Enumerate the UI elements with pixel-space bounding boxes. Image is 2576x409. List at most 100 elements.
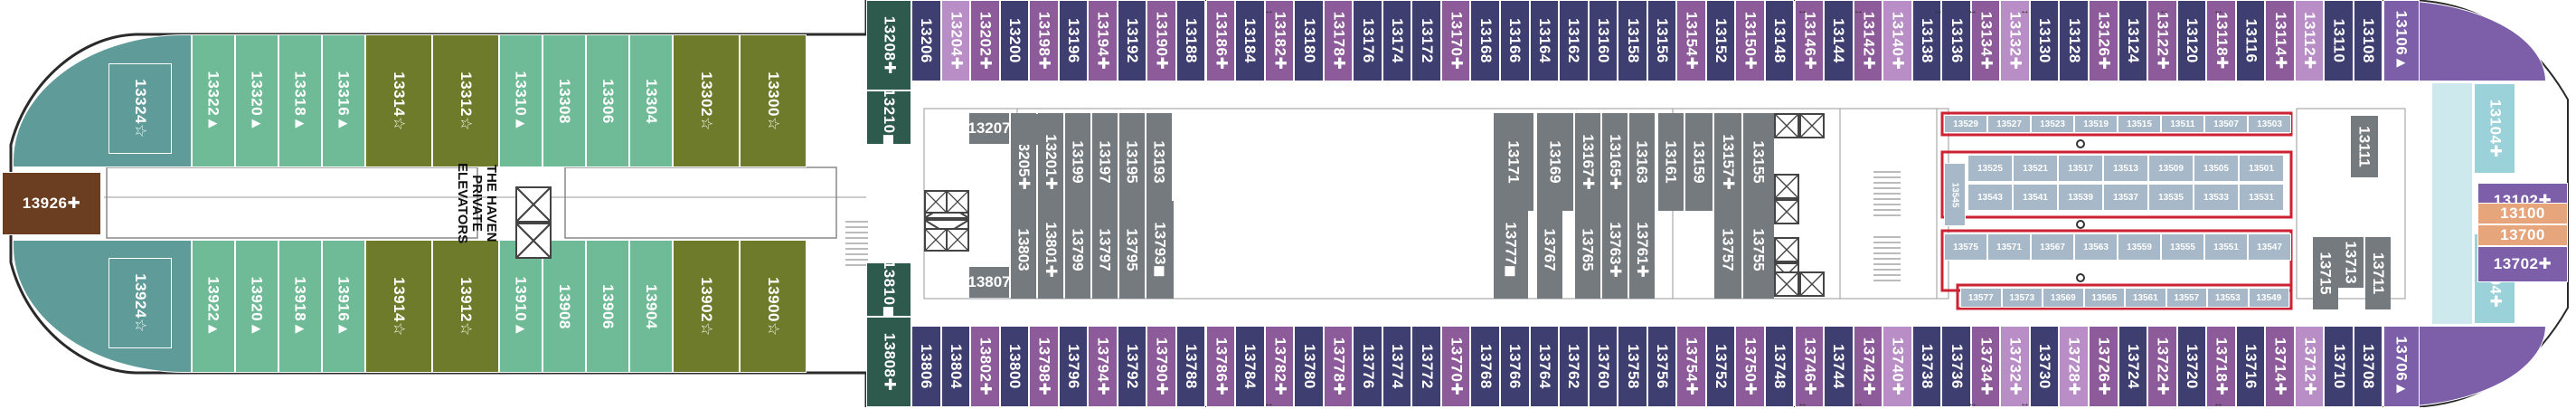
- inside-cabin[interactable]: 13553: [2207, 288, 2249, 308]
- balcony-cabin-top[interactable]: 13122✚: [2147, 0, 2177, 81]
- balcony-cabin-top[interactable]: 13108: [2353, 0, 2383, 81]
- inside-cabin[interactable]: 13567: [2031, 233, 2074, 261]
- balcony-cabin-bottom[interactable]: 13796: [1058, 326, 1089, 407]
- balcony-cabin-top[interactable]: 13192: [1117, 0, 1147, 81]
- inside-cabin[interactable]: 13549: [2248, 288, 2289, 308]
- haven-cabin[interactable]: 13304: [629, 34, 673, 167]
- interior-cabin-tag[interactable]: 13163: [1629, 113, 1655, 211]
- balcony-cabin-top[interactable]: 13160: [1588, 0, 1618, 81]
- balcony-cabin-bottom[interactable]: 13728✚: [2059, 326, 2089, 407]
- balcony-cabin-bottom[interactable]: 13788: [1175, 326, 1206, 407]
- interior-cabin-tag[interactable]: [1014, 114, 1038, 145]
- interior-cabin-tag[interactable]: 13799: [1065, 201, 1090, 299]
- balcony-cabin-bottom[interactable]: 13770✚: [1440, 326, 1471, 407]
- balcony-cabin-top[interactable]: 13128: [2059, 0, 2089, 81]
- balcony-cabin-bottom[interactable]: 13754✚: [1676, 326, 1706, 407]
- interior-cabin-tag[interactable]: 13171: [1494, 113, 1533, 211]
- inside-cabin[interactable]: 13547: [2248, 233, 2291, 261]
- balcony-cabin-bottom[interactable]: 13726✚: [2089, 326, 2118, 407]
- haven-cabin[interactable]: 13916▲: [322, 240, 365, 373]
- balcony-cabin-top[interactable]: 13190✚: [1146, 0, 1176, 81]
- balcony-cabin-bottom[interactable]: 13736: [1941, 326, 1971, 407]
- interior-cabin-tag[interactable]: 13199: [1065, 113, 1090, 211]
- interior-cabin-tag[interactable]: 13711: [2365, 237, 2391, 309]
- balcony-cabin-top[interactable]: 13200: [999, 0, 1030, 81]
- balcony-cabin-top[interactable]: 13196: [1058, 0, 1089, 81]
- balcony-cabin-bottom[interactable]: 13790✚: [1146, 326, 1176, 407]
- interior-cabin-tag[interactable]: 13207: [967, 113, 1011, 144]
- balcony-cabin-bottom[interactable]: 13786✚: [1205, 326, 1236, 407]
- interior-cabin-tag[interactable]: 13715: [2313, 237, 2338, 309]
- balcony-cabin-top[interactable]: 13110: [2324, 0, 2354, 81]
- inside-cabin[interactable]: 13575: [1944, 233, 1987, 261]
- inside-cabin[interactable]: 13565: [2083, 288, 2125, 308]
- balcony-cabin-bottom[interactable]: 13720: [2176, 326, 2207, 407]
- balcony-cabin-top[interactable]: 13140✚: [1882, 0, 1912, 81]
- interior-cabin-tag[interactable]: 13767: [1537, 201, 1562, 299]
- balcony-cabin-top[interactable]: 13180: [1294, 0, 1324, 81]
- interior-cabin-tag[interactable]: 13755: [1743, 201, 1774, 299]
- aft-stack-cabin[interactable]: 13100: [2477, 203, 2568, 224]
- haven-cabin[interactable]: 13312☆: [432, 34, 499, 167]
- balcony-cabin-top[interactable]: 13184: [1235, 0, 1265, 81]
- interior-cabin-tag[interactable]: 13795: [1119, 201, 1145, 299]
- balcony-cabin-top[interactable]: 13132✚: [2000, 0, 2030, 81]
- haven-cabin[interactable]: 13308: [543, 34, 586, 167]
- balcony-cabin-top[interactable]: 13142✚: [1853, 0, 1883, 81]
- haven-cabin[interactable]: 13910▲: [499, 240, 543, 373]
- inside-cabin[interactable]: 13527: [1987, 115, 2031, 133]
- balcony-cabin-bottom[interactable]: 13780: [1294, 326, 1324, 407]
- interior-cabin-tag[interactable]: 13161: [1658, 113, 1684, 211]
- balcony-cabin-top[interactable]: 13148: [1764, 0, 1795, 81]
- inside-cabin[interactable]: 13513: [2103, 155, 2148, 182]
- haven-cabin[interactable]: 13914☆: [365, 240, 432, 373]
- inside-cabin[interactable]: 13561: [2125, 288, 2166, 308]
- inside-cabin[interactable]: 13569: [2043, 288, 2084, 308]
- inside-cabin[interactable]: 13577: [1960, 288, 2002, 308]
- inside-cabin[interactable]: 13537: [2103, 184, 2148, 211]
- inside-cabin[interactable]: 13521: [2013, 155, 2058, 182]
- inside-cabin[interactable]: 13535: [2148, 184, 2194, 211]
- balcony-cabin-bottom[interactable]: 13760: [1588, 326, 1618, 407]
- aft-stack-cabin[interactable]: 13702✚: [2477, 246, 2568, 282]
- forward-corner-cabin[interactable]: 13208✚: [866, 0, 911, 90]
- balcony-cabin-bottom[interactable]: 13774: [1382, 326, 1412, 407]
- interior-cabin-tag[interactable]: 13803: [1011, 201, 1036, 299]
- inside-cabin[interactable]: 13531: [2239, 184, 2284, 211]
- balcony-cabin-top[interactable]: 13144: [1824, 0, 1854, 81]
- interior-cabin-tag[interactable]: 13807: [967, 267, 1011, 298]
- interior-cabin-tag[interactable]: 13167✚: [1575, 113, 1600, 211]
- inside-cabin[interactable]: 13507: [2204, 115, 2248, 133]
- haven-cabin[interactable]: 13906: [586, 240, 629, 373]
- balcony-cabin-top[interactable]: 13164: [1529, 0, 1560, 81]
- balcony-cabin-bottom[interactable]: 13762: [1559, 326, 1589, 407]
- balcony-cabin-top[interactable]: 13112✚: [2294, 0, 2325, 81]
- balcony-cabin-bottom[interactable]: 13710: [2324, 326, 2354, 407]
- balcony-cabin-bottom[interactable]: 13792: [1117, 326, 1147, 407]
- balcony-cabin-top[interactable]: 13126✚: [2089, 0, 2118, 81]
- balcony-cabin-bottom[interactable]: 13752: [1705, 326, 1736, 407]
- bow-suite-upper-label[interactable]: 13324☆: [109, 63, 172, 154]
- balcony-cabin-bottom[interactable]: 13724: [2118, 326, 2148, 407]
- balcony-cabin-bottom[interactable]: 13798✚: [1029, 326, 1059, 407]
- balcony-cabin-top[interactable]: 13118✚: [2206, 0, 2236, 81]
- balcony-cabin-top[interactable]: 13136: [1941, 0, 1971, 81]
- balcony-cabin-bottom[interactable]: 13738: [1911, 326, 1942, 407]
- interior-cabin-tag[interactable]: 13197: [1092, 113, 1118, 211]
- balcony-cabin-top[interactable]: 13168: [1470, 0, 1500, 81]
- balcony-cabin-bottom[interactable]: 13750✚: [1735, 326, 1765, 407]
- forward-corner-cabin[interactable]: 13808✚: [866, 317, 911, 407]
- balcony-cabin-top[interactable]: 13138: [1911, 0, 1942, 81]
- inside-cabin[interactable]: 13503: [2248, 115, 2291, 133]
- inside-cabin[interactable]: 13539: [2058, 184, 2103, 211]
- aft-corner-cabin[interactable]: 13106▲: [2383, 0, 2420, 81]
- balcony-cabin-bottom[interactable]: 13764: [1529, 326, 1560, 407]
- balcony-cabin-bottom[interactable]: 13748: [1764, 326, 1795, 407]
- inside-cabin[interactable]: 13533: [2194, 184, 2239, 211]
- haven-cabin[interactable]: 13922▲: [192, 240, 235, 373]
- interior-cabin-tag[interactable]: 13169: [1537, 113, 1573, 211]
- haven-cabin[interactable]: 13908: [543, 240, 586, 373]
- balcony-cabin-top[interactable]: 13182✚: [1264, 0, 1295, 81]
- interior-cabin-tag[interactable]: 13713: [2338, 237, 2364, 288]
- haven-cabin[interactable]: 13314☆: [365, 34, 432, 167]
